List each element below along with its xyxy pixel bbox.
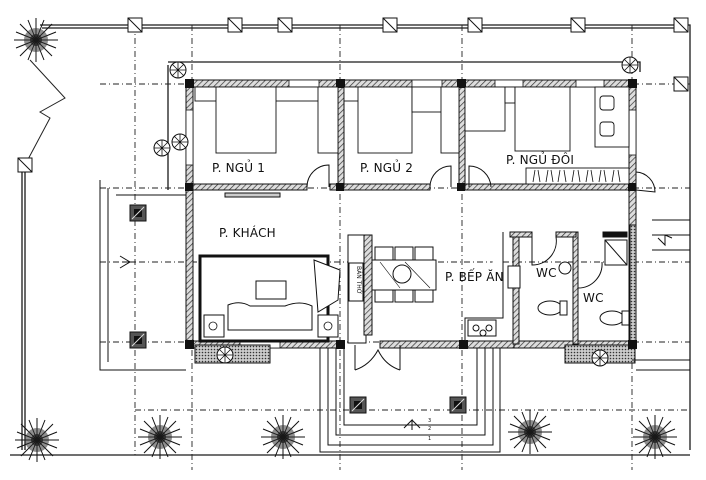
- svg-text:2: 2: [428, 426, 431, 432]
- room-label-kitchen-dining: P. BẾP ĂN: [445, 270, 504, 284]
- room-label-bedroom-2: P. NGỦ 2: [360, 161, 414, 175]
- room-label-wc-2: WC: [583, 291, 604, 305]
- room-label-living-room: P. KHÁCH: [219, 226, 276, 240]
- room-label-bedroom-1: P. NGỦ 1: [212, 161, 266, 175]
- room-label-wc-1: WC: [536, 266, 557, 280]
- altar-label: BÀN THỜ: [355, 266, 362, 295]
- svg-text:3: 3: [428, 418, 431, 424]
- svg-text:1: 1: [428, 436, 431, 442]
- room-label-master-bedroom: P. NGỦ ĐÔI: [506, 153, 575, 167]
